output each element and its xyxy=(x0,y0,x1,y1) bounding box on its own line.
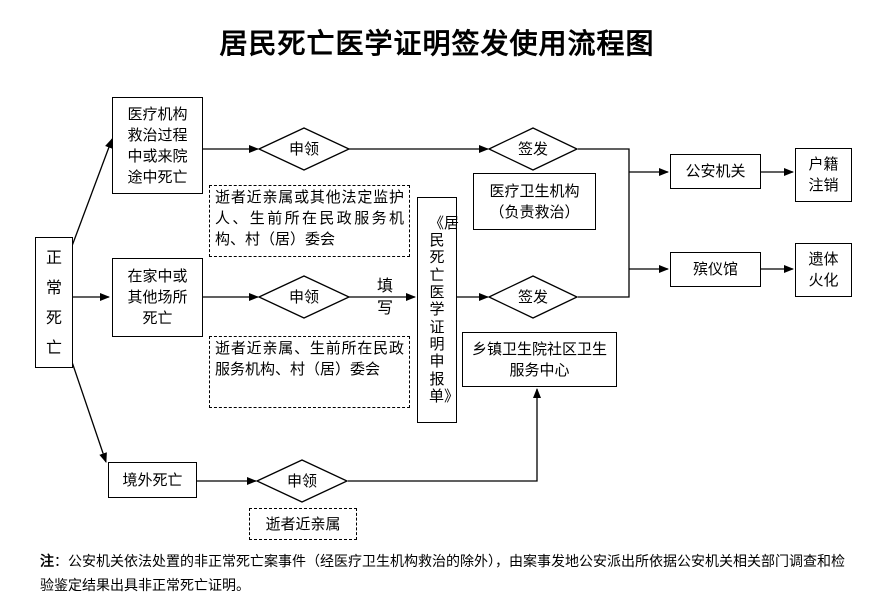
edge-start-abroad xyxy=(71,361,107,463)
outcome-police-label: 户籍注销 xyxy=(808,155,839,194)
hospital-death-node: 医疗机构救治过程中或来院途中死亡 xyxy=(112,97,203,194)
abroad-death-node: 境外死亡 xyxy=(108,462,197,498)
start-node: 正常死亡 xyxy=(35,237,73,368)
diamond-sign-home xyxy=(487,275,579,319)
applicants-home: 逝者近亲属、生前所在民政服务机构、村（居）委会 xyxy=(209,336,410,408)
issuer-hospital-node: 医疗卫生机构（负责救治） xyxy=(473,173,596,230)
footnote: 注：公安机关依法处置的非正常死亡案事件（经医疗卫生机构救治的除外），由案事发地公… xyxy=(40,550,858,598)
outcome-police-node: 户籍注销 xyxy=(795,148,852,202)
diamond-apply-home xyxy=(257,275,351,319)
police-node: 公安机关 xyxy=(670,154,761,189)
diamond-sign-hospital xyxy=(487,127,579,171)
page-title: 居民死亡医学证明签发使用流程图 xyxy=(219,27,655,60)
issuer-township-label: 乡镇卫生院社区卫生服务中心 xyxy=(471,339,607,379)
apply-label-abroad: 申领 xyxy=(286,472,317,490)
funeral-label: 殡仪馆 xyxy=(692,260,738,278)
issuer-township-node: 乡镇卫生院社区卫生服务中心 xyxy=(462,332,617,387)
apply-label-home: 申领 xyxy=(288,288,319,306)
fill-label: 填写 xyxy=(377,276,394,317)
report-form-node: 《居民死亡医学证明申报单》 xyxy=(417,197,460,423)
issuer-hospital-label: 医疗卫生机构（负责救治） xyxy=(489,181,580,221)
edge-start-hospital xyxy=(71,138,113,247)
applicants-abroad: 逝者近亲属 xyxy=(249,508,357,540)
funeral-node: 殡仪馆 xyxy=(670,252,761,287)
hospital-death-label: 医疗机构救治过程中或来院途中死亡 xyxy=(127,104,188,186)
report-form-label: 《居民死亡医学证明申报单》 xyxy=(429,213,460,405)
edge-apply3-township xyxy=(348,388,541,482)
sign-label-home: 签发 xyxy=(517,288,548,306)
outcome-funeral-label: 遗体火化 xyxy=(808,250,839,289)
home-death-label: 在家中或其他场所死亡 xyxy=(127,267,188,327)
diamond-apply-hospital xyxy=(257,127,351,171)
applicants-hospital: 逝者近亲属或其他法定监护人、生前所在民政服务机构、村（居）委会 xyxy=(209,185,410,257)
abroad-death-label: 境外死亡 xyxy=(122,470,183,489)
diamond-apply-abroad xyxy=(255,459,349,503)
home-death-node: 在家中或其他场所死亡 xyxy=(112,258,203,337)
police-label: 公安机关 xyxy=(685,162,746,180)
edge-sign1-merge xyxy=(578,148,630,298)
footnote-text: ：公安机关依法处置的非正常死亡案事件（经医疗卫生机构救治的除外），由案事发地公安… xyxy=(40,554,845,594)
start-label: 正常死亡 xyxy=(45,247,62,357)
footnote-label: 注 xyxy=(40,554,54,570)
outcome-funeral-node: 遗体火化 xyxy=(795,243,852,297)
apply-label-hospital: 申领 xyxy=(288,140,319,158)
sign-label-hospital: 签发 xyxy=(517,140,548,158)
